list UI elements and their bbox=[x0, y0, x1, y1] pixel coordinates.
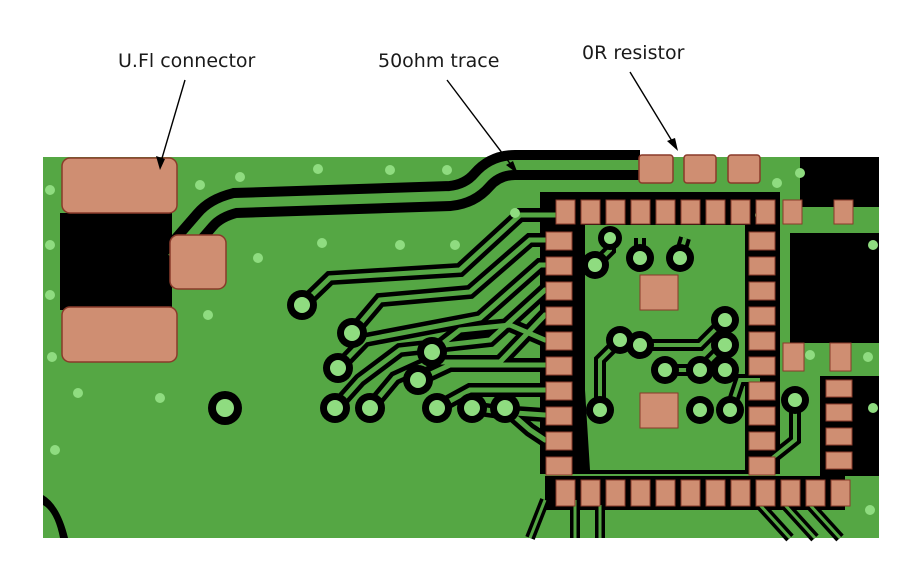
ufl-connector-label: U.Fl connector bbox=[118, 50, 255, 72]
fifty-ohm-trace-label: 50ohm trace bbox=[378, 50, 499, 72]
ufl-arrow bbox=[160, 80, 185, 165]
resistor-arrow bbox=[630, 72, 675, 146]
zero-ohm-resistor-label: 0R resistor bbox=[582, 42, 684, 64]
trace-arrow bbox=[447, 80, 515, 170]
zero-ohm-resistor-pads bbox=[639, 155, 760, 183]
